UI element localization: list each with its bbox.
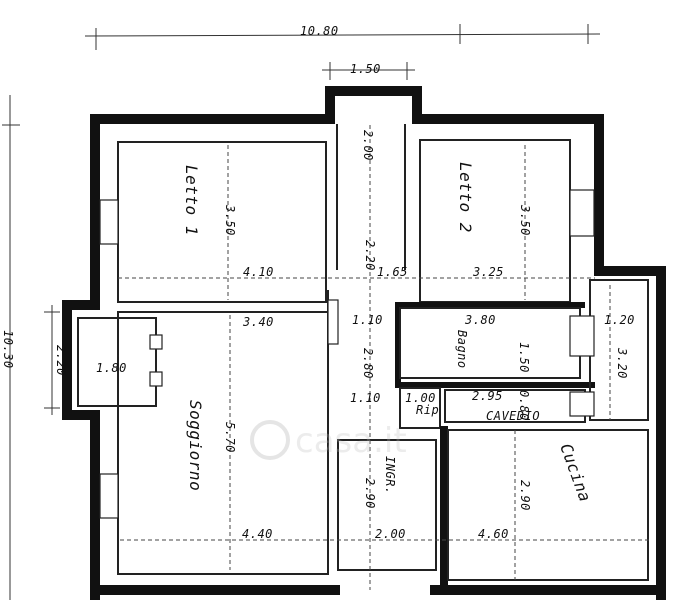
dim-letto2-height: 3.50 [518, 204, 532, 236]
dim-total-width: 10.80 [300, 24, 339, 38]
dim-cavedio-width: 2.95 [472, 389, 503, 403]
dim-letto1-width: 4.10 [243, 265, 274, 279]
dim-right-width: 1.20 [604, 313, 635, 327]
dim-right-height: 3.20 [615, 347, 629, 379]
dim-corridor-top-depth: 2.00 [361, 130, 375, 161]
dim-soggiorno-height: 5.70 [223, 422, 237, 453]
dim-cucina-height: 2.90 [518, 480, 532, 511]
dim-hall-width: 1.65 [377, 265, 408, 279]
dim-total-height: 10.30 [1, 330, 15, 369]
dashed-grid [118, 125, 650, 590]
dim-bagno-width: 3.80 [464, 313, 496, 327]
dimension-labels: 10.80 1.50 10.30 2.00 3.50 3.50 2.20 4.1… [1, 24, 635, 541]
dim-soggiorno-top: 3.40 [242, 315, 274, 329]
room-rip: Rip [416, 403, 439, 417]
dim-corridor-len: 2.80 [361, 348, 375, 379]
room-letto2: Letto 2 [456, 162, 475, 233]
room-soggiorno: Soggiorno [186, 400, 205, 491]
overall-dimension-lines [2, 24, 601, 600]
room-cavedio: CAVEDIO [486, 409, 540, 423]
room-cucina: Cucina [556, 441, 595, 505]
dim-corridor-width-b: 1.10 [350, 391, 381, 405]
dim-corridor-width-a: 1.10 [352, 313, 383, 327]
room-bagno: Bagno [455, 330, 469, 369]
dim-soggiorno-width: 4.40 [242, 527, 273, 541]
dim-bay-depth: 2.20 [54, 345, 68, 376]
room-ingr: INGR. [383, 456, 397, 495]
dim-ingr-width: 2.00 [375, 527, 406, 541]
dim-letto1-height: 3.50 [223, 204, 237, 236]
dim-corridor-top-width: 1.50 [350, 62, 381, 76]
svg-text:casa.it: casa.it [295, 421, 407, 461]
dim-rip-width: 1.00 [405, 391, 436, 405]
dim-cavedio-depth: 0.80 [517, 390, 531, 421]
dim-corridor-mid: 2.20 [363, 240, 377, 271]
dim-cucina-width: 4.60 [478, 527, 509, 541]
dim-ingr-height: 2.90 [363, 478, 377, 509]
dim-bay-width: 1.80 [96, 361, 127, 375]
room-letto1: Letto 1 [182, 165, 201, 236]
room-labels: Letto 1 Letto 2 Bagno Rip CAVEDIO Soggio… [182, 162, 595, 504]
dim-letto2-width: 3.25 [472, 265, 504, 279]
windows [99, 189, 595, 519]
watermark: casa.it [250, 420, 407, 461]
dim-bagno-height: 1.50 [517, 342, 531, 373]
outer-walls [62, 86, 666, 600]
